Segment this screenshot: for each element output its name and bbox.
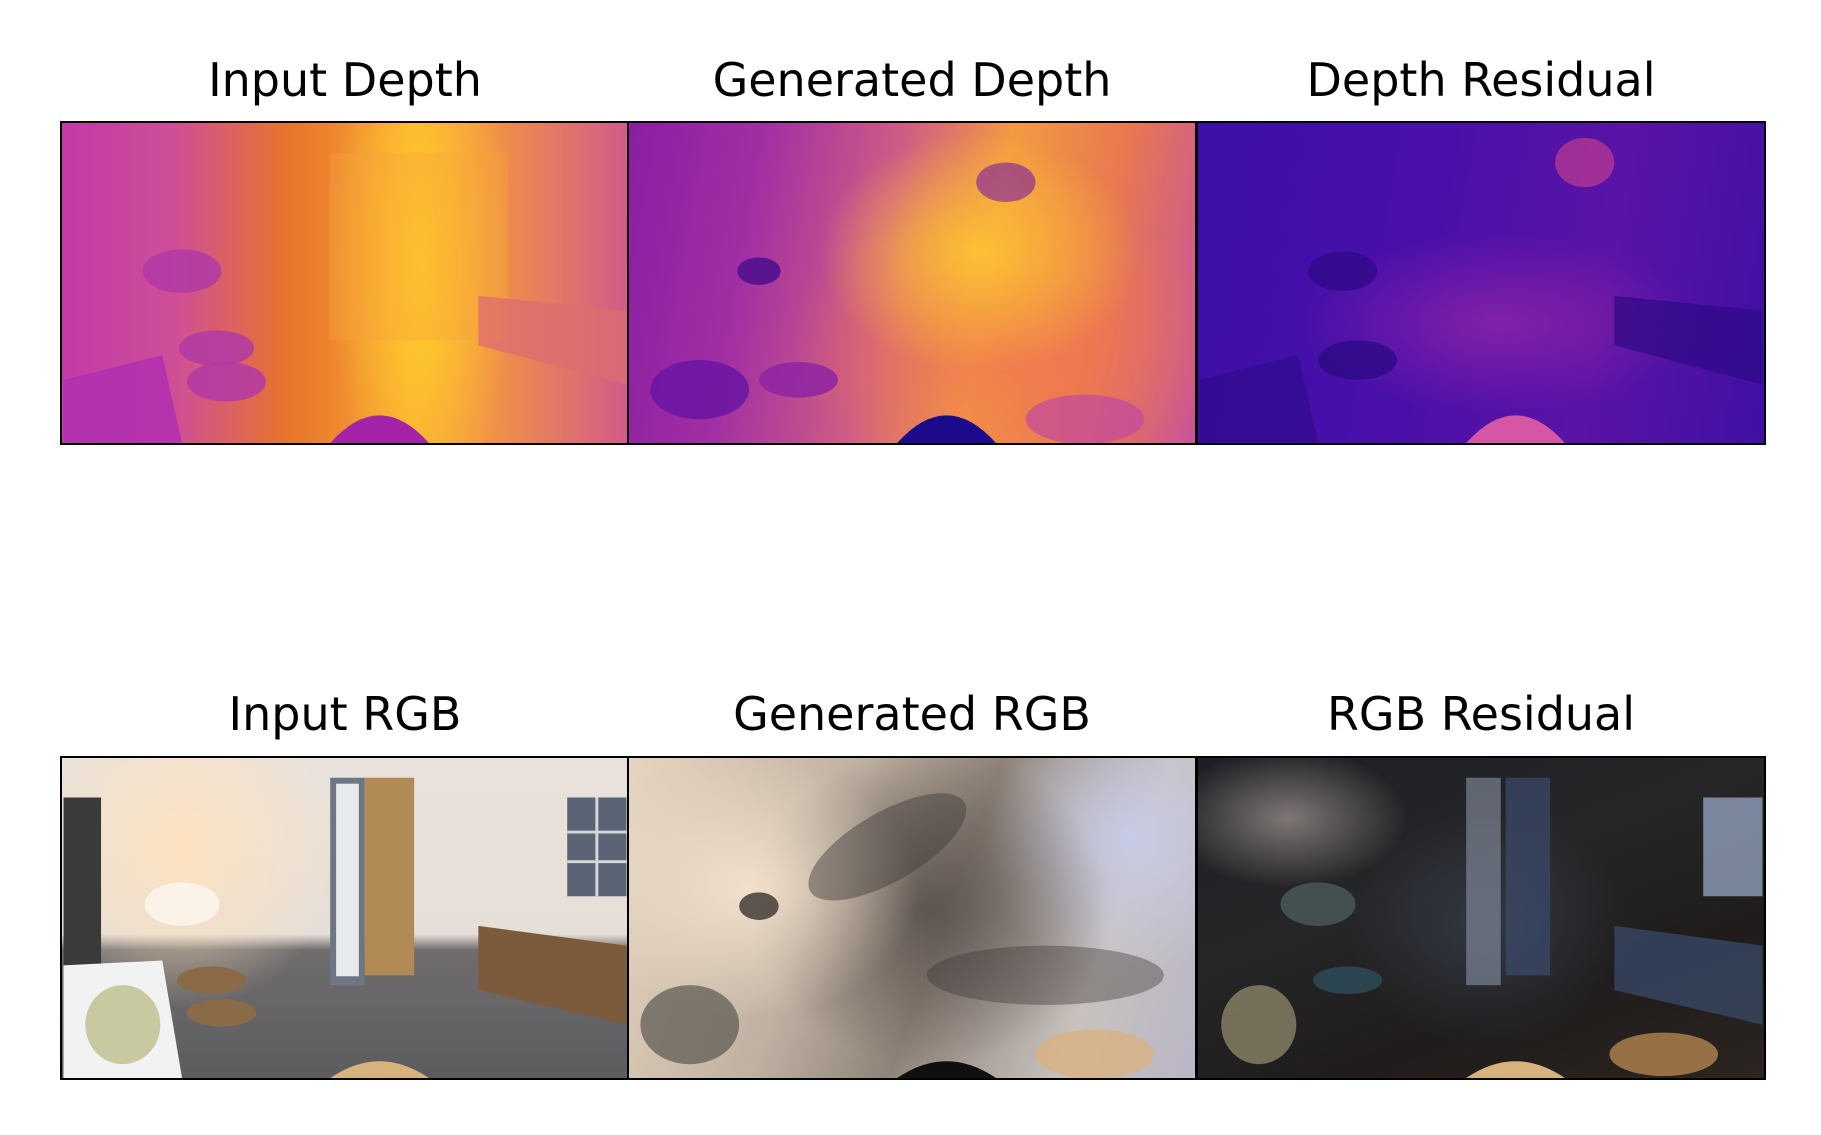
generated-rgb-scene	[640, 793, 1164, 1078]
input-depth-image	[60, 121, 630, 445]
input-rgb-image	[60, 756, 630, 1080]
input-depth-scene	[63, 152, 627, 443]
panel-title-generated-rgb: Generated RGB	[733, 687, 1091, 741]
panel-title-input-rgb: Input RGB	[228, 687, 462, 741]
rgb-residual-image	[1196, 756, 1766, 1080]
panel-title-rgb-residual: RGB Residual	[1326, 687, 1636, 741]
generated-rgb-image	[627, 756, 1197, 1080]
generated-depth-image	[627, 121, 1197, 445]
input-rgb-scene	[63, 777, 627, 1078]
panel-title-depth-residual: Depth Residual	[1306, 53, 1656, 107]
depth-residual-image	[1196, 121, 1766, 445]
panel-title-generated-depth: Generated Depth	[712, 53, 1112, 107]
rgb-residual-scene	[1221, 777, 1763, 1078]
panel-title-input-depth: Input Depth	[208, 53, 482, 107]
depth-residual-scene	[1199, 137, 1763, 443]
generated-depth-scene	[650, 162, 1145, 443]
